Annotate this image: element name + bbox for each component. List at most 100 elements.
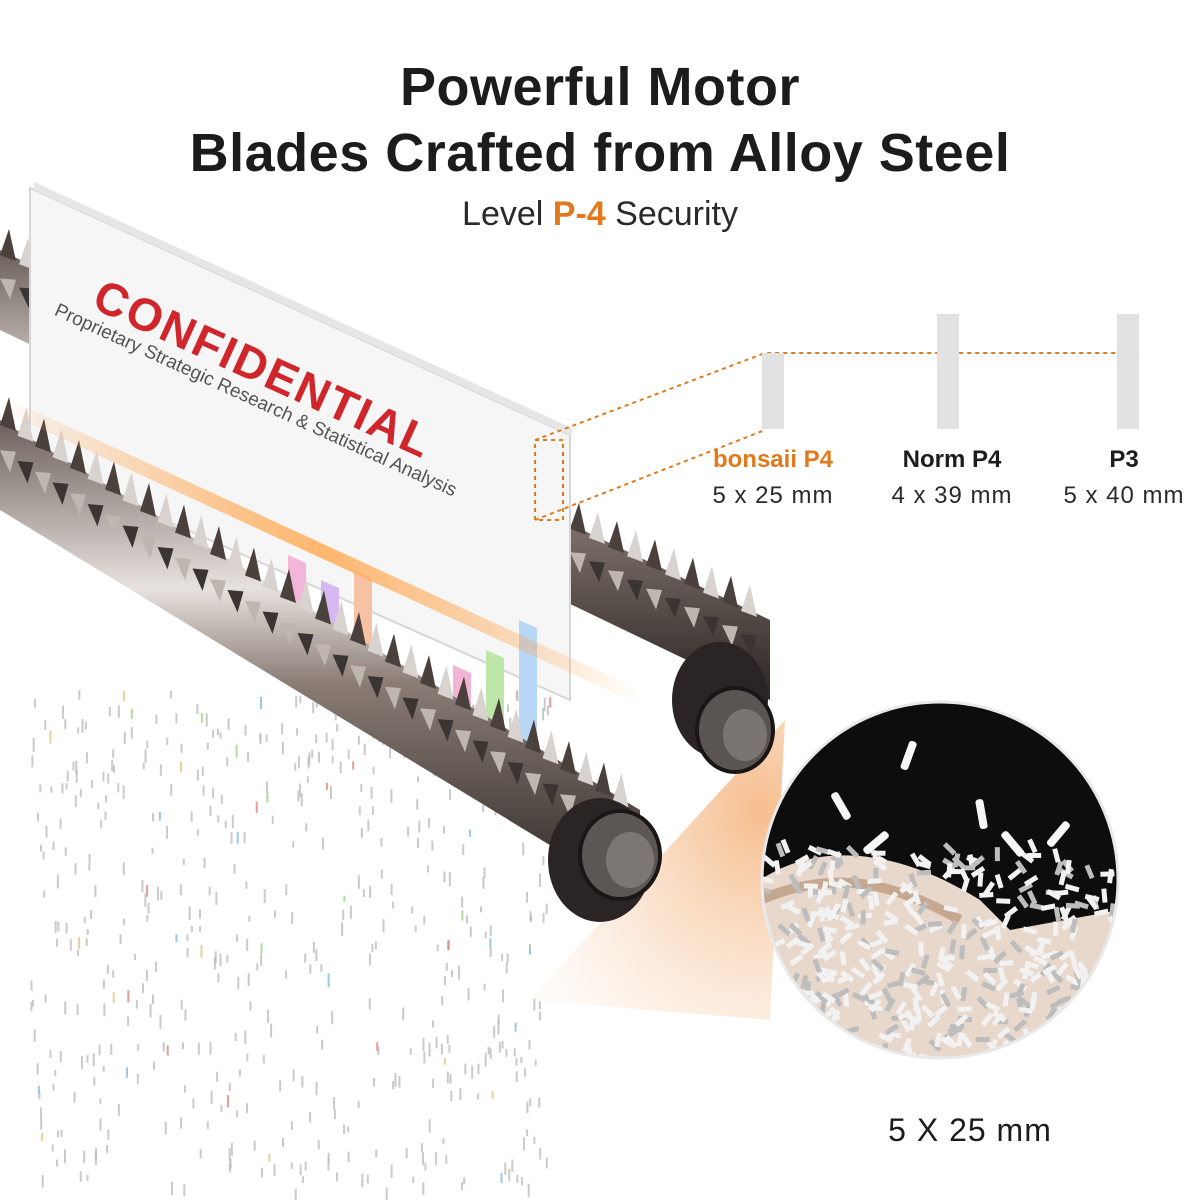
shredded-piece [1053,921,1059,936]
flying-shred [975,799,988,830]
shred-particle [489,938,492,948]
blade-tooth [0,397,16,431]
blade-tooth [472,687,489,722]
shred-particle [144,893,147,907]
shred-particle [299,783,302,798]
shred-particle [188,906,191,920]
spec-name: bonsaii P4 [712,446,834,473]
shred-particle [347,749,350,760]
shredded-piece [978,918,993,928]
shredded-piece [1104,951,1118,965]
shred-particle [394,1072,397,1087]
blade-tooth [17,460,34,484]
blade-tooth [227,589,244,613]
shred-particle [253,1140,256,1151]
shred-particle [360,784,363,793]
shredded-piece [1045,1006,1058,1022]
shred-particle [56,1159,59,1167]
shred-particle [409,1048,412,1055]
shredded-piece [1058,870,1067,886]
shredded-piece [1092,978,1106,993]
shredded-piece [920,954,930,969]
shred-particle [321,1039,324,1050]
shred-particle [41,1175,44,1188]
shred-particle [224,820,227,829]
shred-particle [447,940,450,951]
shredded-piece [851,874,862,890]
shred-particle [102,771,105,782]
shred-particle [428,1119,431,1133]
shred-particle [44,994,47,1003]
shred-particle [247,751,250,763]
shredded-piece [1024,960,1040,970]
shred-particle [341,922,344,937]
shredded-piece [997,966,1006,982]
shred-particle [49,730,52,744]
shred-particle [122,862,125,876]
shredded-piece [824,1035,839,1048]
shred-particle [526,1129,529,1136]
blade-tooth [70,440,86,474]
shred-particle [290,1121,293,1130]
shred-particle [513,1048,516,1057]
shred-particle [31,999,34,1007]
shred-particle [235,934,238,942]
shred-particle [440,1043,443,1055]
shred-particle [371,943,374,953]
shred-particle [450,1090,453,1102]
shred-particle [297,756,300,769]
shred-particle [263,889,266,904]
shred-particle [102,1065,105,1073]
shred-particle [108,706,111,717]
shred-particle [471,1065,474,1079]
shred-particle [484,931,487,939]
flying-shred [1001,831,1025,857]
shred-particle [436,944,439,952]
blade-tooth [0,229,16,261]
shredded-piece [982,972,997,986]
shredded-piece [1050,1034,1066,1045]
shredded-piece [812,958,822,974]
shred-particle [196,769,199,781]
shred-particle [489,946,492,957]
shred-particle [61,783,64,794]
shredded-piece [836,973,852,985]
shredded-piece [1043,1033,1058,1046]
blade-tooth [52,429,69,464]
shred-particle [57,921,60,932]
shredded-piece [1027,838,1038,854]
shredded-piece [884,997,896,1013]
shred-particle [60,1129,63,1138]
blade-tooth [490,698,506,732]
shred-particle [79,1171,82,1182]
shred-particle [76,1004,79,1016]
spec-bonsaii-p4: bonsaii P4 5 x 25 mm [673,446,873,510]
shred-particle [75,769,78,783]
shred-particle [59,1051,62,1063]
shredded-piece [911,911,925,926]
shred-particle [117,1104,120,1116]
blade-tooth [402,697,419,720]
shred-particle [301,1075,304,1088]
shred-particle [417,776,420,783]
shred-particle [122,785,125,800]
shredded-piece [1056,1053,1066,1058]
shred-particle [247,973,250,986]
shred-particle [357,1101,360,1109]
blade-tooth [703,616,719,637]
shred-particle [448,789,451,800]
shred-particle [292,1069,295,1082]
blade-tooth [646,588,662,610]
shred-particle [300,793,303,807]
shred-particle [230,1142,233,1156]
shredded-piece [1076,1012,1086,1028]
blade-tooth [367,622,384,657]
blade-tooth [570,502,586,535]
shred-particle [362,889,365,898]
shredded-piece [1064,974,1080,986]
shred-particle [489,1048,492,1059]
shredded-piece [914,1007,923,1022]
shredded-piece [1064,883,1080,893]
shred-particle [216,1071,219,1082]
blade-tooth [437,665,454,700]
